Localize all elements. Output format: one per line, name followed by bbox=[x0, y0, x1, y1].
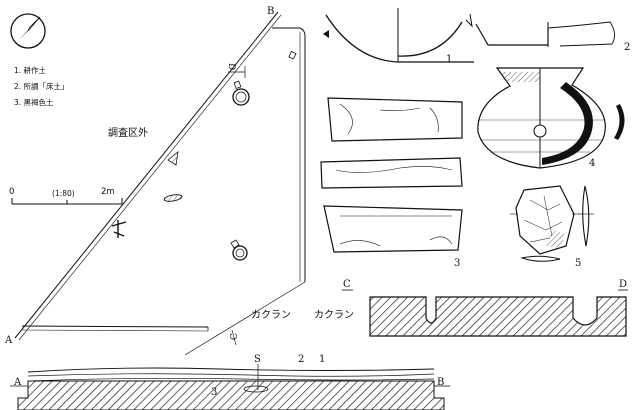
layer-label-3: 3 bbox=[211, 387, 217, 398]
artifact-4-number: 4 bbox=[589, 158, 595, 169]
scale-bar: 0 (1:80) 2m bbox=[9, 187, 123, 205]
legend-item-3: 3. 黒褐色土 bbox=[14, 97, 54, 107]
scale-end: 2m bbox=[101, 187, 115, 197]
artifact-5-stone-tool: 5 bbox=[510, 185, 594, 269]
north-arrow-icon: N bbox=[10, 13, 46, 49]
plan-view: 調査区外 B A D C bbox=[4, 6, 306, 356]
section-a-b: A B S 2 1 3 bbox=[10, 354, 450, 410]
artifact-3-number: 3 bbox=[454, 258, 460, 269]
disturbance-label-1: カクラン bbox=[251, 309, 291, 321]
section-ab-label-b: B bbox=[437, 377, 444, 388]
layer-label-s: S bbox=[254, 354, 261, 365]
legend-item-1: 1. 耕作土 bbox=[14, 65, 47, 75]
section-c-d: C D カクラン カクラン bbox=[251, 279, 628, 337]
pit-feature bbox=[230, 239, 248, 261]
plan-point-c: C bbox=[230, 333, 240, 340]
artifact-1-bowl-profile: 1 bbox=[323, 8, 474, 65]
legend-item-2: 2. 所謂「床土」 bbox=[14, 81, 69, 91]
scale-start: 0 bbox=[9, 187, 14, 197]
artifact-3-planks: 3 bbox=[320, 97, 463, 269]
scale-ratio: (1:80) bbox=[52, 189, 75, 198]
artifact-1-number: 1 bbox=[446, 54, 452, 65]
plan-point-b: B bbox=[267, 6, 274, 17]
soil-legend: 1. 耕作土 2. 所謂「床土」 3. 黒褐色土 bbox=[14, 65, 69, 107]
plan-point-d: D bbox=[226, 63, 236, 70]
artifact-2-rim-profile: 2 bbox=[475, 21, 630, 53]
pit-feature bbox=[232, 80, 250, 106]
plan-point-a: A bbox=[4, 335, 13, 346]
artifact-5-number: 5 bbox=[575, 258, 581, 269]
layer-label-2: 2 bbox=[298, 354, 304, 365]
layer-label-1: 1 bbox=[319, 354, 325, 365]
section-cd-label-d: D bbox=[619, 279, 627, 290]
section-ab-label-a: A bbox=[13, 377, 22, 388]
artifact-4-jar: 4 bbox=[477, 67, 625, 169]
outside-area-label: 調査区外 bbox=[108, 126, 148, 139]
section-cd-label-c: C bbox=[343, 279, 351, 290]
artifact-2-number: 2 bbox=[624, 42, 630, 53]
disturbance-label-2: カクラン bbox=[314, 309, 354, 321]
stone-feature bbox=[111, 50, 297, 238]
